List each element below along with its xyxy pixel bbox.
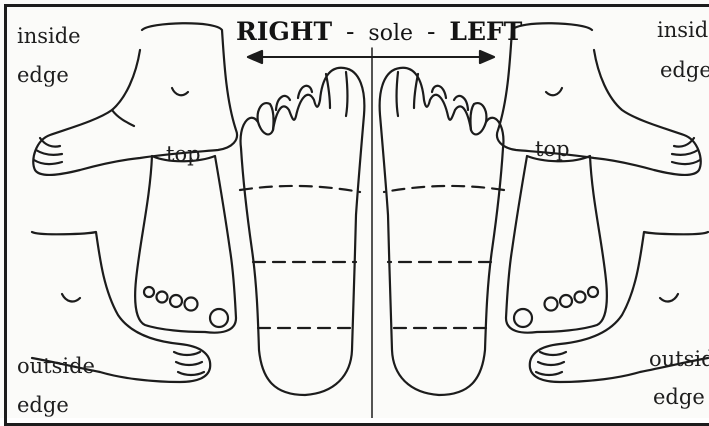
title-dash-2: - [427,17,435,46]
label-br-outside: outside [649,347,709,371]
title-dash-1: - [346,17,354,46]
label-tr-inside: inside [657,18,709,42]
label-tl-edge: edge [17,63,69,87]
title-left: LEFT [449,17,522,46]
left-top-view-foot [506,156,607,333]
label-tl-inside: inside [17,24,81,48]
label-bl-edge: edge [17,393,69,417]
diagram-title: RIGHT - sole - LEFT [236,18,522,48]
label-br-edge: edge [653,385,705,409]
right-top-view-foot [135,156,236,333]
left-inside-edge-foot [497,23,701,175]
direction-arrow-icon [248,51,494,63]
label-tr-edge: edge [660,58,709,82]
label-tr-top: top [535,137,570,161]
label-tl-top: top [166,142,201,166]
title-middle: sole [368,21,413,46]
title-right: RIGHT [236,17,332,46]
label-bl-outside: outside [17,354,95,378]
right-sole-foot [240,68,364,395]
left-sole-foot [380,68,504,395]
